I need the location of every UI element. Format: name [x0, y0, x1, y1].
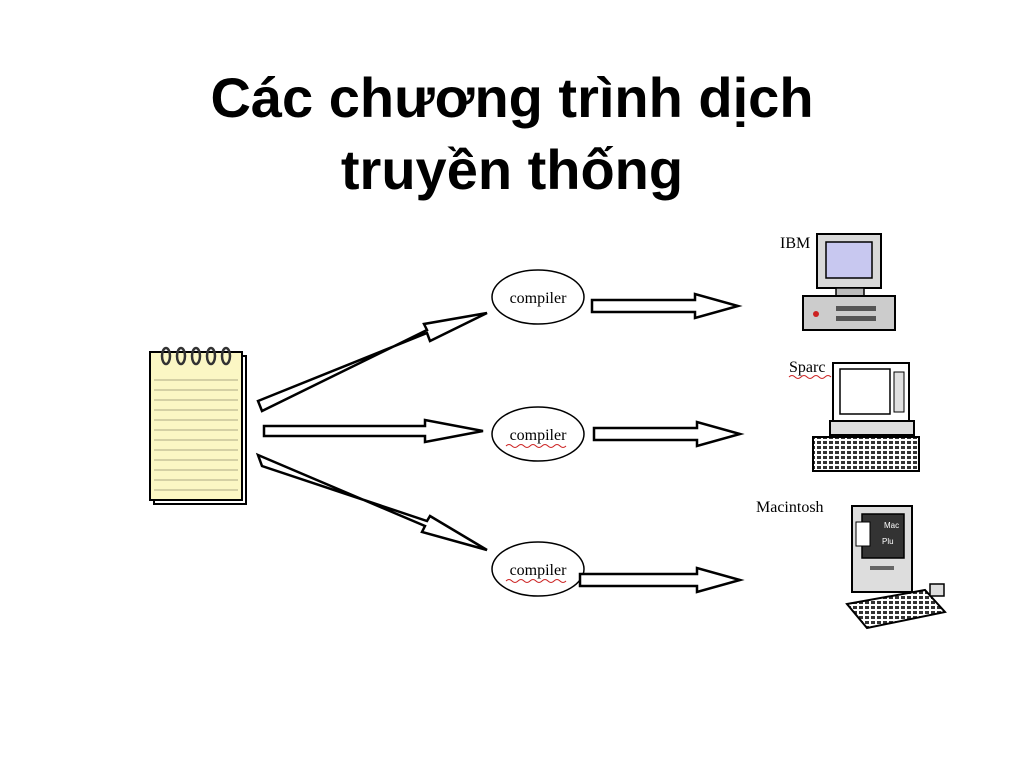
arrow-to-ibm	[590, 292, 743, 320]
compiler-label-2: compiler	[510, 427, 568, 444]
machine-label-macintosh: Macintosh	[756, 499, 824, 516]
macintosh-computer-icon: Mac Plu	[845, 505, 947, 630]
compiler-node-3: compiler	[491, 541, 585, 597]
machine-label-ibm: IBM	[780, 235, 810, 252]
arrow-to-compiler-3	[255, 452, 488, 552]
ibm-computer-icon	[802, 233, 896, 331]
arrow-to-macintosh	[578, 566, 745, 594]
title-line-2: truyền thống	[340, 138, 684, 201]
spellcheck-underline	[505, 579, 567, 583]
compiler-label-1: compiler	[510, 290, 568, 307]
compiler-label-3: compiler	[510, 562, 568, 579]
compiler-node-2: compiler	[491, 406, 585, 462]
compiler-node-1: compiler	[491, 269, 585, 325]
title-line-1: Các chương trình dịch	[210, 66, 814, 129]
page-title: Các chương trình dịch truyền thống	[0, 62, 1024, 206]
notepad-icon	[149, 346, 247, 505]
sparc-computer-icon	[812, 362, 920, 472]
spellcheck-underline	[788, 375, 832, 379]
arrow-to-sparc	[592, 420, 745, 448]
mac-screen-text-2: Plu	[882, 537, 894, 546]
spellcheck-underline	[505, 444, 567, 448]
mac-screen-text-1: Mac	[884, 521, 899, 530]
arrow-to-compiler-1	[256, 311, 488, 413]
arrow-to-compiler-2	[262, 418, 484, 444]
machine-label-sparc: Sparc	[789, 359, 825, 376]
